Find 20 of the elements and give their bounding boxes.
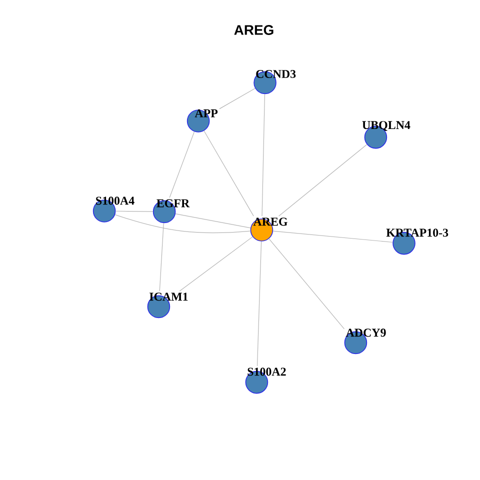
node-label: UBQLN4 [362,121,410,131]
connector-line [115,210,154,212]
connector-line [278,144,368,216]
node-label: S100A4 [96,196,134,205]
connector-line [262,94,266,216]
node-label: ADCY9 [346,328,386,337]
connector-line [268,238,345,330]
node-label: KRTAP10-3 [386,228,448,237]
node-label: S100A2 [248,368,286,376]
connector-line [179,236,253,292]
connector-line [114,214,251,234]
connector-line [272,230,393,243]
connector-line [219,88,256,110]
connector-line [204,130,254,216]
connector-line [159,222,164,292]
connector-line [175,214,251,228]
node-label: ICAM1 [150,292,188,301]
connector-line [256,241,262,366]
title: AREG [234,25,274,35]
connector-line [169,131,195,198]
